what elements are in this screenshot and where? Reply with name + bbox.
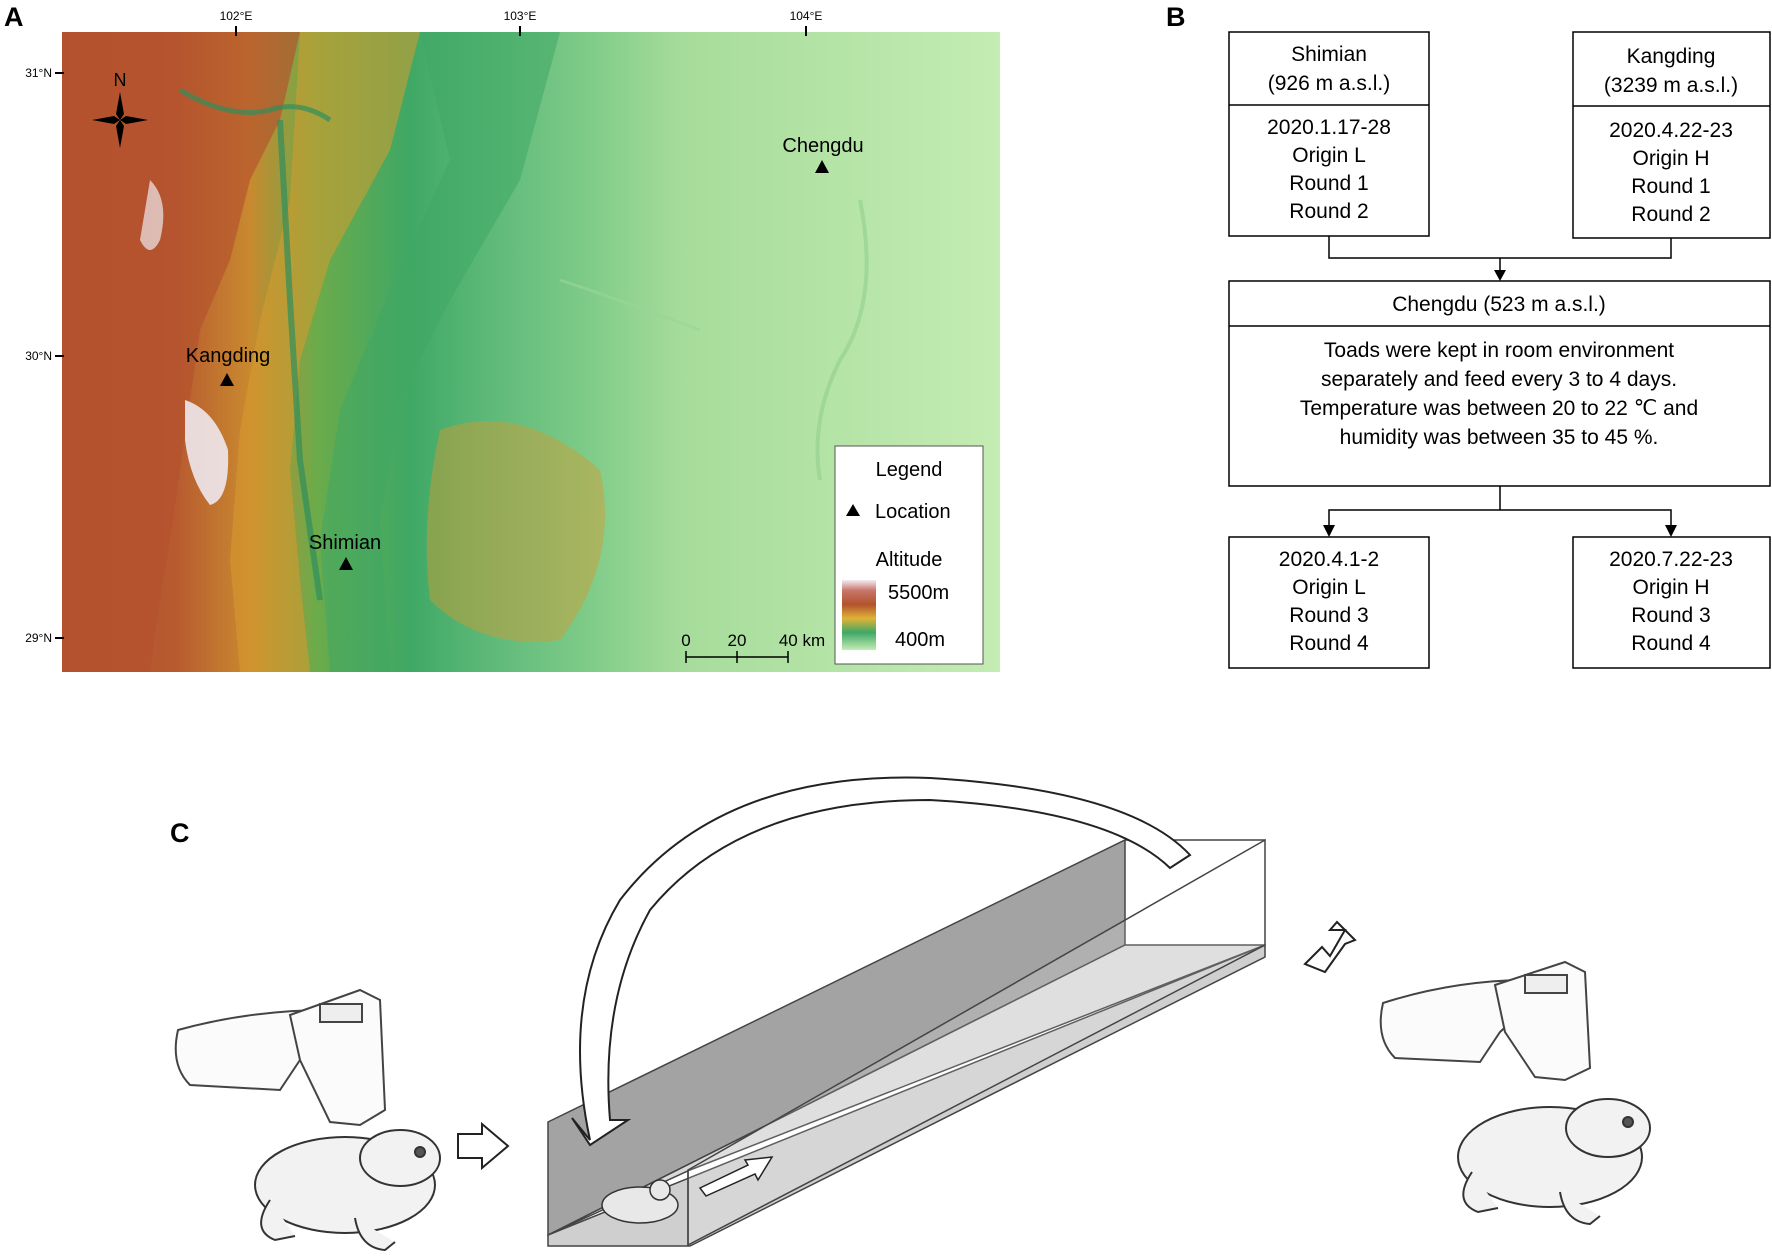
shimian-box xyxy=(1228,31,1430,237)
shimian-round: Round 2 xyxy=(1289,200,1368,223)
kangding-alt: (3239 m a.s.l.) xyxy=(1604,74,1738,97)
shimian-round: Round 1 xyxy=(1289,172,1368,195)
kangding-round: Round 1 xyxy=(1631,175,1710,198)
shimian-date: 2020.1.17-28 xyxy=(1267,116,1391,139)
north-label: N xyxy=(114,70,127,90)
chengdu-note: humidity was between 35 to 45 %. xyxy=(1340,426,1659,449)
kangding-box xyxy=(1572,31,1771,239)
map-legend: Legend Location Altitude 5500m 400m xyxy=(834,445,984,665)
altitude-max-label: 5500m xyxy=(888,582,949,604)
lon-tick-label: 104°E xyxy=(790,9,823,23)
toad-icon xyxy=(1457,1098,1651,1226)
shimian-origin: Origin L xyxy=(1292,144,1366,167)
scale-label: 0 xyxy=(681,631,690,650)
shimian-alt: (926 m a.s.l.) xyxy=(1268,72,1391,95)
toad-icon xyxy=(601,1179,679,1224)
hollow-arrow-icon xyxy=(1303,920,1357,974)
split-connector xyxy=(1328,509,1672,526)
low-output-box xyxy=(1228,536,1430,669)
scale-label: 40 km xyxy=(779,631,825,650)
ir-thermometer-icon xyxy=(174,988,387,1127)
legend-altitude-title: Altitude xyxy=(876,549,943,571)
terrain-features xyxy=(62,32,869,672)
shimian-title: Shimian xyxy=(1291,43,1367,66)
legend-title: Legend xyxy=(876,459,943,481)
location-chengdu[interactable]: Chengdu xyxy=(782,135,864,173)
north-arrow-icon xyxy=(92,92,148,148)
low-output-date: 2020.4.1-2 xyxy=(1279,548,1379,571)
scale-bar xyxy=(685,651,789,663)
ir-thermometer-icon xyxy=(1379,960,1592,1082)
hollow-arrow-icon xyxy=(457,1121,510,1171)
lat-tick-label: 30°N xyxy=(25,349,52,363)
location-kangding[interactable]: Kangding xyxy=(186,345,271,386)
high-output-round: Round 3 xyxy=(1631,604,1710,627)
triangle-marker-icon xyxy=(815,160,829,173)
arrow-down-icon xyxy=(1323,525,1335,537)
chengdu-note: separately and feed every 3 to 4 days. xyxy=(1321,368,1677,391)
triangle-marker-icon xyxy=(220,373,234,386)
kangding-date: 2020.4.22-23 xyxy=(1609,119,1733,142)
location-label: Chengdu xyxy=(782,135,863,157)
arrow-down-icon xyxy=(1494,270,1506,281)
high-output-origin: Origin H xyxy=(1632,576,1709,599)
test-track-apparatus xyxy=(547,838,1266,1247)
high-output-box xyxy=(1572,536,1771,669)
kangding-round: Round 2 xyxy=(1631,203,1710,226)
high-output-round: Round 4 xyxy=(1631,632,1711,655)
chengdu-title: Chengdu (523 m a.s.l.) xyxy=(1392,293,1606,316)
elevation-map: 102°E 103°E 104°E 31°N 30°N 29°N N Cheng… xyxy=(25,9,1000,672)
arrow-down-icon xyxy=(1665,525,1677,537)
kangding-title: Kangding xyxy=(1627,45,1716,68)
altitude-color-ramp xyxy=(842,580,876,650)
direction-arrow-icon xyxy=(698,1156,774,1197)
lat-tick-label: 31°N xyxy=(25,66,52,80)
lon-tick-label: 103°E xyxy=(504,9,537,23)
low-output-round: Round 4 xyxy=(1289,632,1369,655)
return-arrow-icon xyxy=(571,776,1192,1147)
low-output-round: Round 3 xyxy=(1289,604,1368,627)
kangding-origin: Origin H xyxy=(1632,147,1709,170)
location-label: Shimian xyxy=(309,532,381,554)
panel-label-a: A xyxy=(4,2,24,32)
high-output-date: 2020.7.22-23 xyxy=(1609,548,1733,571)
chengdu-note: Temperature was between 20 to 22 ℃ and xyxy=(1300,397,1698,420)
lon-ticks xyxy=(235,26,807,36)
merge-connector xyxy=(1328,236,1672,259)
low-output-origin: Origin L xyxy=(1292,576,1366,599)
location-label: Kangding xyxy=(186,345,271,367)
triangle-marker-icon xyxy=(846,504,860,516)
altitude-min-label: 400m xyxy=(895,629,945,651)
panel-label-b: B xyxy=(1166,2,1186,32)
panel-label-c: C xyxy=(170,818,190,848)
toad-icon xyxy=(254,1129,441,1252)
lat-ticks xyxy=(55,72,64,639)
legend-location-label: Location xyxy=(875,501,951,523)
chengdu-note: Toads were kept in room environment xyxy=(1324,339,1674,362)
scale-label: 20 xyxy=(728,631,747,650)
location-shimian[interactable]: Shimian xyxy=(309,532,381,570)
lat-tick-label: 29°N xyxy=(25,631,52,645)
lon-tick-label: 102°E xyxy=(220,9,253,23)
triangle-marker-icon xyxy=(339,557,353,570)
chengdu-box xyxy=(1228,280,1771,487)
